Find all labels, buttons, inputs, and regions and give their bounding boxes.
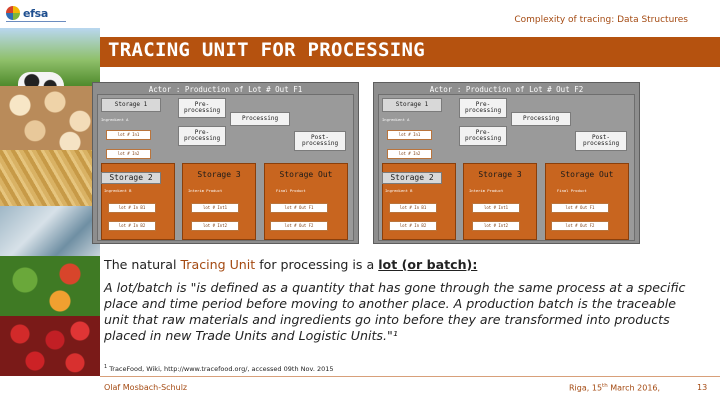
storage-3-label: Storage 3 (478, 169, 522, 179)
footer-date-suffix: March 2016, (607, 383, 661, 393)
title-bar (100, 37, 720, 67)
footer-divider (100, 376, 720, 377)
lot-b1: lot # In B1 (108, 203, 156, 213)
tracing-diagram: Actor : Production of Lot # Out F1 Stora… (88, 82, 700, 244)
footer-date-sup: th (602, 383, 608, 389)
interim-product-tag: Interim Product (469, 188, 504, 193)
lot-out-f1: lot # Out F1 (551, 203, 609, 213)
footer-date-prefix: Riga, 15 (569, 383, 603, 393)
storage-out-label: Storage Out (560, 169, 614, 179)
pre-processing-top-box: Pre-processing (178, 98, 226, 118)
pre-processing-mid-box: Pre-processing (178, 126, 226, 146)
lot-b1: lot # In B1 (389, 203, 437, 213)
storage-1-box: Storage 1 (101, 98, 161, 112)
footnote-marker: 1 (104, 364, 108, 370)
lot-in-2: lot # In2 (106, 149, 151, 159)
processing-box: Processing (511, 112, 571, 126)
pre-processing-mid-box: Pre-processing (459, 126, 507, 146)
final-product-tag: Final Product (276, 188, 306, 193)
strawberries-photo (0, 316, 100, 376)
actor-panel-2: Actor : Production of Lot # Out F2 Stora… (373, 82, 640, 244)
actor-title: Actor : Production of Lot # Out F2 (429, 85, 584, 94)
actor-pane: Storage 1 Pre-processing Processing Ingr… (97, 94, 354, 241)
lot-out-f1: lot # Out F1 (270, 203, 328, 213)
lot-int1: lot # Int1 (191, 203, 239, 213)
lot-b2: lot # In B2 (108, 221, 156, 231)
lot-b2: lot # In B2 (389, 221, 437, 231)
eggs-photo (0, 86, 100, 150)
post-processing-box: Post-processing (294, 131, 346, 151)
definition-quote: A lot/batch is "is defined as a quantity… (104, 280, 686, 343)
interim-product-tag: Interim Product (188, 188, 223, 193)
intro-line: The natural Tracing Unit for processing … (104, 257, 477, 272)
efsa-logo: efsa (6, 6, 48, 20)
lot-in-1: lot # In1 (106, 130, 151, 140)
photo-strip (0, 0, 100, 405)
footnote-text: TraceFood, Wiki, http://www.tracefood.or… (107, 365, 334, 374)
lot-in-1: lot # In1 (387, 130, 432, 140)
storage-3-label: Storage 3 (197, 169, 241, 179)
footer-author: Olaf Mosbach-Schulz (104, 383, 188, 392)
lot-out-f2: lot # Out F2 (270, 221, 328, 231)
ingredient-b-tag: Ingredient B (385, 188, 413, 193)
storage-2-label: Storage 2 (101, 172, 161, 184)
footnote: 1 TraceFood, Wiki, http://www.tracefood.… (104, 364, 334, 373)
ingredient-a-tag: Ingredient A (382, 117, 410, 122)
intro-middle: for processing is a (255, 257, 379, 272)
lot-int2: lot # Int2 (191, 221, 239, 231)
logo-text: efsa (23, 6, 49, 20)
footer-place-date: Riga, 15th March 2016, (569, 383, 660, 393)
actor-pane: Storage 1 Pre-processing Processing Ingr… (378, 94, 635, 241)
page-number: 13 (697, 383, 708, 392)
storage-2-label: Storage 2 (382, 172, 442, 184)
lot-int1: lot # Int1 (472, 203, 520, 213)
slide-section-title: Complexity of tracing: Data Structures (514, 15, 688, 25)
grain-photo (0, 150, 100, 206)
lot-out-f2: lot # Out F2 (551, 221, 609, 231)
cow-pasture-photo (0, 28, 100, 96)
lot-in-2: lot # In2 (387, 149, 432, 159)
tracing-unit-highlight: Tracing Unit (180, 257, 256, 272)
lot-batch-underlined: lot (or batch): (378, 257, 478, 272)
slide-title: TRACING UNIT FOR PROCESSING (108, 39, 425, 61)
fish-photo (0, 206, 100, 256)
actor-panel-1: Actor : Production of Lot # Out F1 Stora… (92, 82, 359, 244)
logo-underline (6, 21, 66, 24)
strip-bottom (0, 376, 100, 405)
pre-processing-top-box: Pre-processing (459, 98, 507, 118)
intro-prefix: The natural (104, 257, 181, 272)
ingredient-b-tag: Ingredient B (104, 188, 132, 193)
logo-mark-icon (6, 6, 20, 20)
lot-int2: lot # Int2 (472, 221, 520, 231)
vegetables-photo (0, 256, 100, 316)
post-processing-box: Post-processing (575, 131, 627, 151)
actor-title: Actor : Production of Lot # Out F1 (148, 85, 303, 94)
ingredient-a-tag: Ingredient A (101, 117, 129, 122)
final-product-tag: Final Product (557, 188, 587, 193)
storage-out-label: Storage Out (279, 169, 333, 179)
processing-box: Processing (230, 112, 290, 126)
storage-1-box: Storage 1 (382, 98, 442, 112)
